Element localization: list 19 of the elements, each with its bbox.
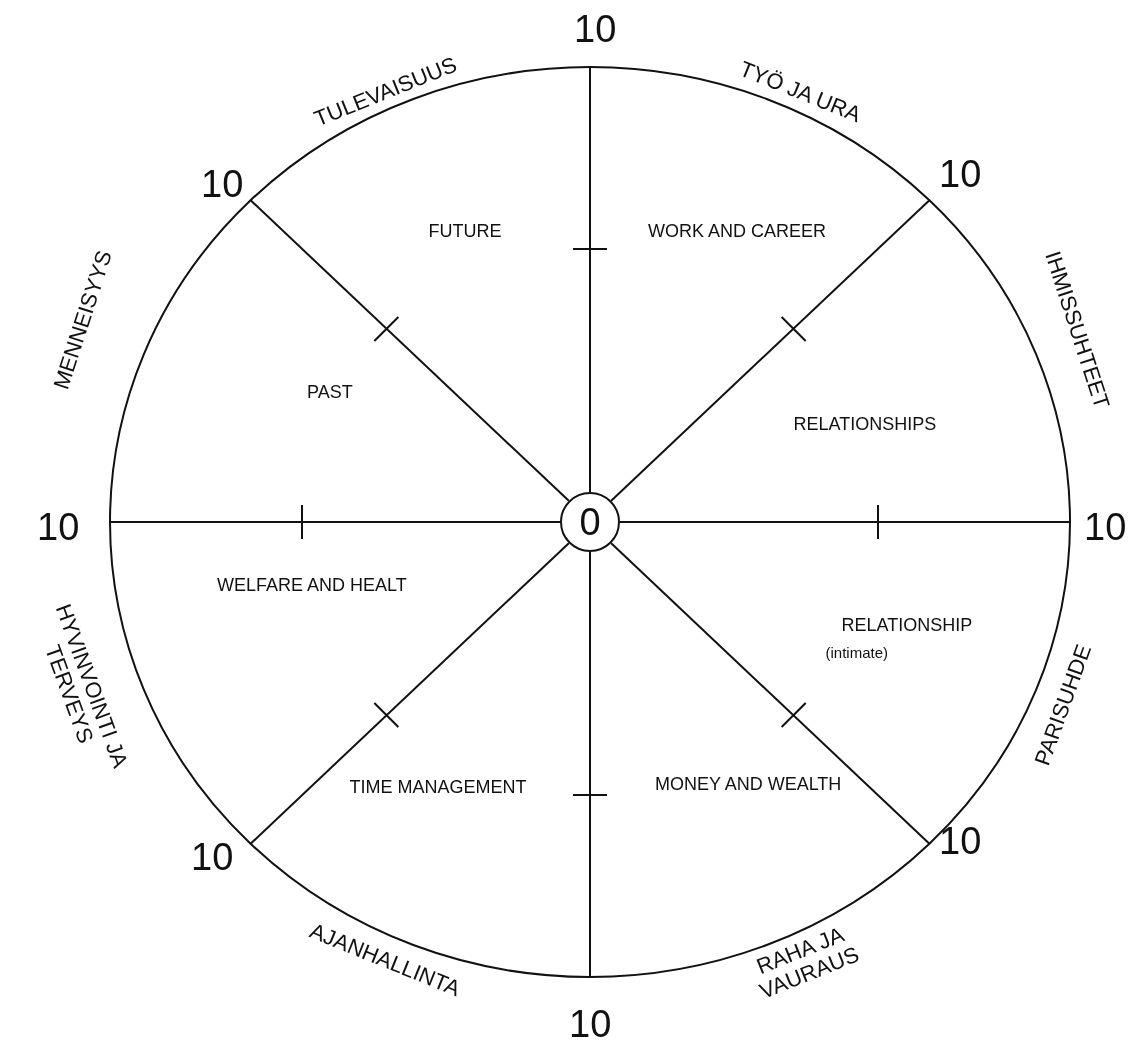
scale-value: 10 [574, 9, 617, 51]
sector-label: FUTURE [428, 222, 502, 242]
scale-value: 10 [37, 507, 80, 549]
sector-label: MONEY AND WEALTH [655, 775, 842, 795]
scale-value: 10 [939, 154, 982, 196]
category-label: TYÖ JA URA [736, 56, 865, 128]
scale-value: 10 [939, 821, 982, 863]
sector-label: RELATIONSHIPS [793, 415, 937, 435]
scale-value: 10 [569, 1004, 612, 1046]
sector-label: PAST [307, 383, 353, 403]
sector-label: WORK AND CAREER [648, 222, 827, 242]
sector-label: WELFARE AND HEALT [217, 576, 407, 596]
sector-label: (intimate) [825, 644, 888, 661]
scale-value: 10 [1084, 507, 1127, 549]
sector-label: TIME MANAGEMENT [349, 778, 527, 798]
scale-value: 10 [191, 837, 234, 879]
sector-label: RELATIONSHIP [841, 616, 973, 636]
scale-value: 10 [201, 164, 244, 206]
center-circle: 0 [560, 492, 620, 552]
